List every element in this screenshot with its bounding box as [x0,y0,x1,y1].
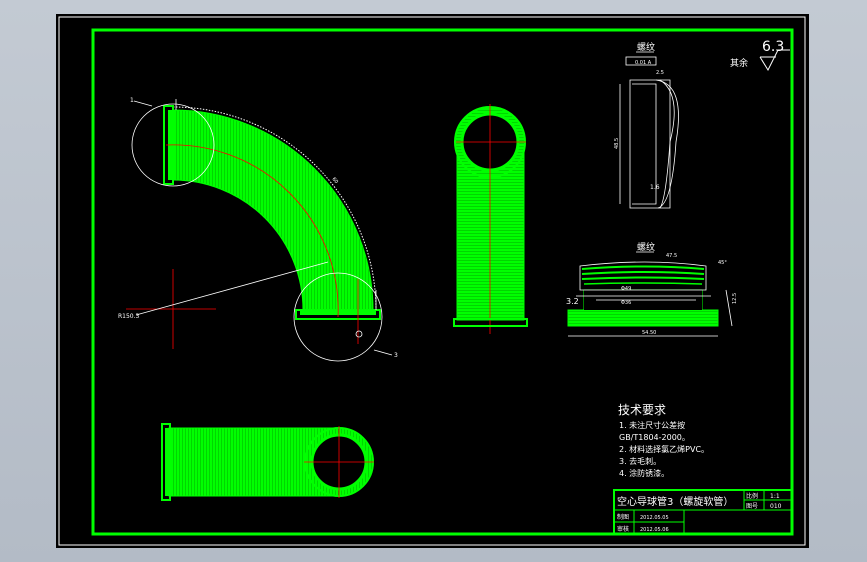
scale-value: 1:1 [770,493,780,500]
svg-text:45°: 45° [718,260,727,266]
outer-border [58,16,806,546]
elbow-front-view: R150.3 1 3 60 [118,97,398,362]
tech-req-title: 技术要求 [618,403,666,417]
svg-text:Φ36: Φ36 [621,300,631,306]
tech-req-line-2: GB/T1804-2000。 [619,433,690,442]
elbow-top-view [161,423,374,501]
elbow-hose-body [172,109,374,311]
elbow-center-arc [165,144,339,318]
dim-b-bottom: 54.50 [642,330,656,336]
elbow-coil-edge [172,106,377,311]
tech-req-line-3: 2. 材料选择氯乙烯PVC。 [619,444,709,454]
roughness-symbol: 6.3 其余 [730,39,790,72]
svg-text:60: 60 [330,176,339,185]
title-block: 空心导球管3（螺旋软管） 比例 1:1 图号 010 制图 2012.05.05… [613,489,793,535]
detail-a-label: 螺纹 [637,41,655,53]
dim-b-top: 47.5 [666,253,677,259]
scale-label: 比例 [746,492,758,500]
designer-label: 制图 [617,513,629,521]
dim-b-side: 3.2 [566,297,579,306]
elbow-side-view [453,104,528,334]
drawing-frame [91,28,794,536]
checker-date: 2012.05.06 [640,527,669,533]
side-flange [453,318,528,327]
svg-text:48.5: 48.5 [614,138,620,149]
dim-b-right: 12.5 [732,293,738,304]
technical-requirements: 技术要求 1. 未注尺寸公差按 GB/T1804-2000。 2. 材料选择氯乙… [618,403,709,478]
svg-text:2.5: 2.5 [656,70,664,76]
roughness-label: 其余 [730,57,748,69]
tech-req-line-5: 4. 涂防锈漆。 [619,468,669,478]
svg-text:Φ49: Φ49 [621,286,631,292]
radius-label: R150.3 [118,313,140,320]
detail-b-label: 螺纹 [637,241,655,253]
drawing-label: 图号 [746,503,758,510]
svg-text:1.6: 1.6 [650,184,660,191]
designer-date: 2012.05.05 [640,515,669,521]
flatness-callout: 0.01 A [635,60,652,66]
balloon-1: 1 [130,97,134,104]
detail-circle-b [293,272,383,362]
tech-req-line-4: 3. 去毛刺。 [619,456,661,466]
part-name: 空心导球管3（螺旋软管） [617,495,733,508]
roughness-value: 6.3 [762,39,784,55]
detail-view-a: 螺纹 0.01 A 48.5 2.5 1.6 [614,41,679,209]
checker-label: 审核 [617,525,629,533]
top-hose-body [168,427,340,497]
balloon-3: 3 [394,352,398,359]
cad-drawing-sheet: R150.3 1 3 60 螺纹 0.01 A [58,16,806,546]
drawing-viewport[interactable]: R150.3 1 3 60 螺纹 0.01 A [56,14,809,548]
detail-circle-a [131,103,215,187]
drawing-value: 010 [770,503,782,510]
detail-view-b: 螺纹 47.5 3.2 12.5 54.50 Φ49 Φ36 45° [566,241,738,337]
tech-req-line-1: 1. 未注尺寸公差按 [619,420,685,430]
